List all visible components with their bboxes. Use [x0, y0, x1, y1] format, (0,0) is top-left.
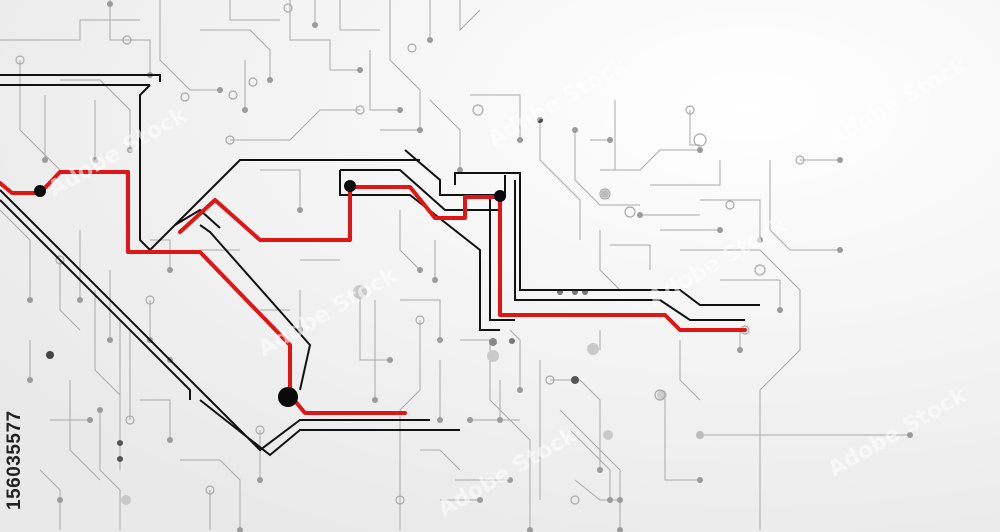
thin-circuit-traces: [0, 0, 910, 530]
junction-dots: [34, 180, 506, 407]
stock-id-label: 156035577: [4, 410, 25, 510]
grey-rings: [15, 3, 805, 505]
